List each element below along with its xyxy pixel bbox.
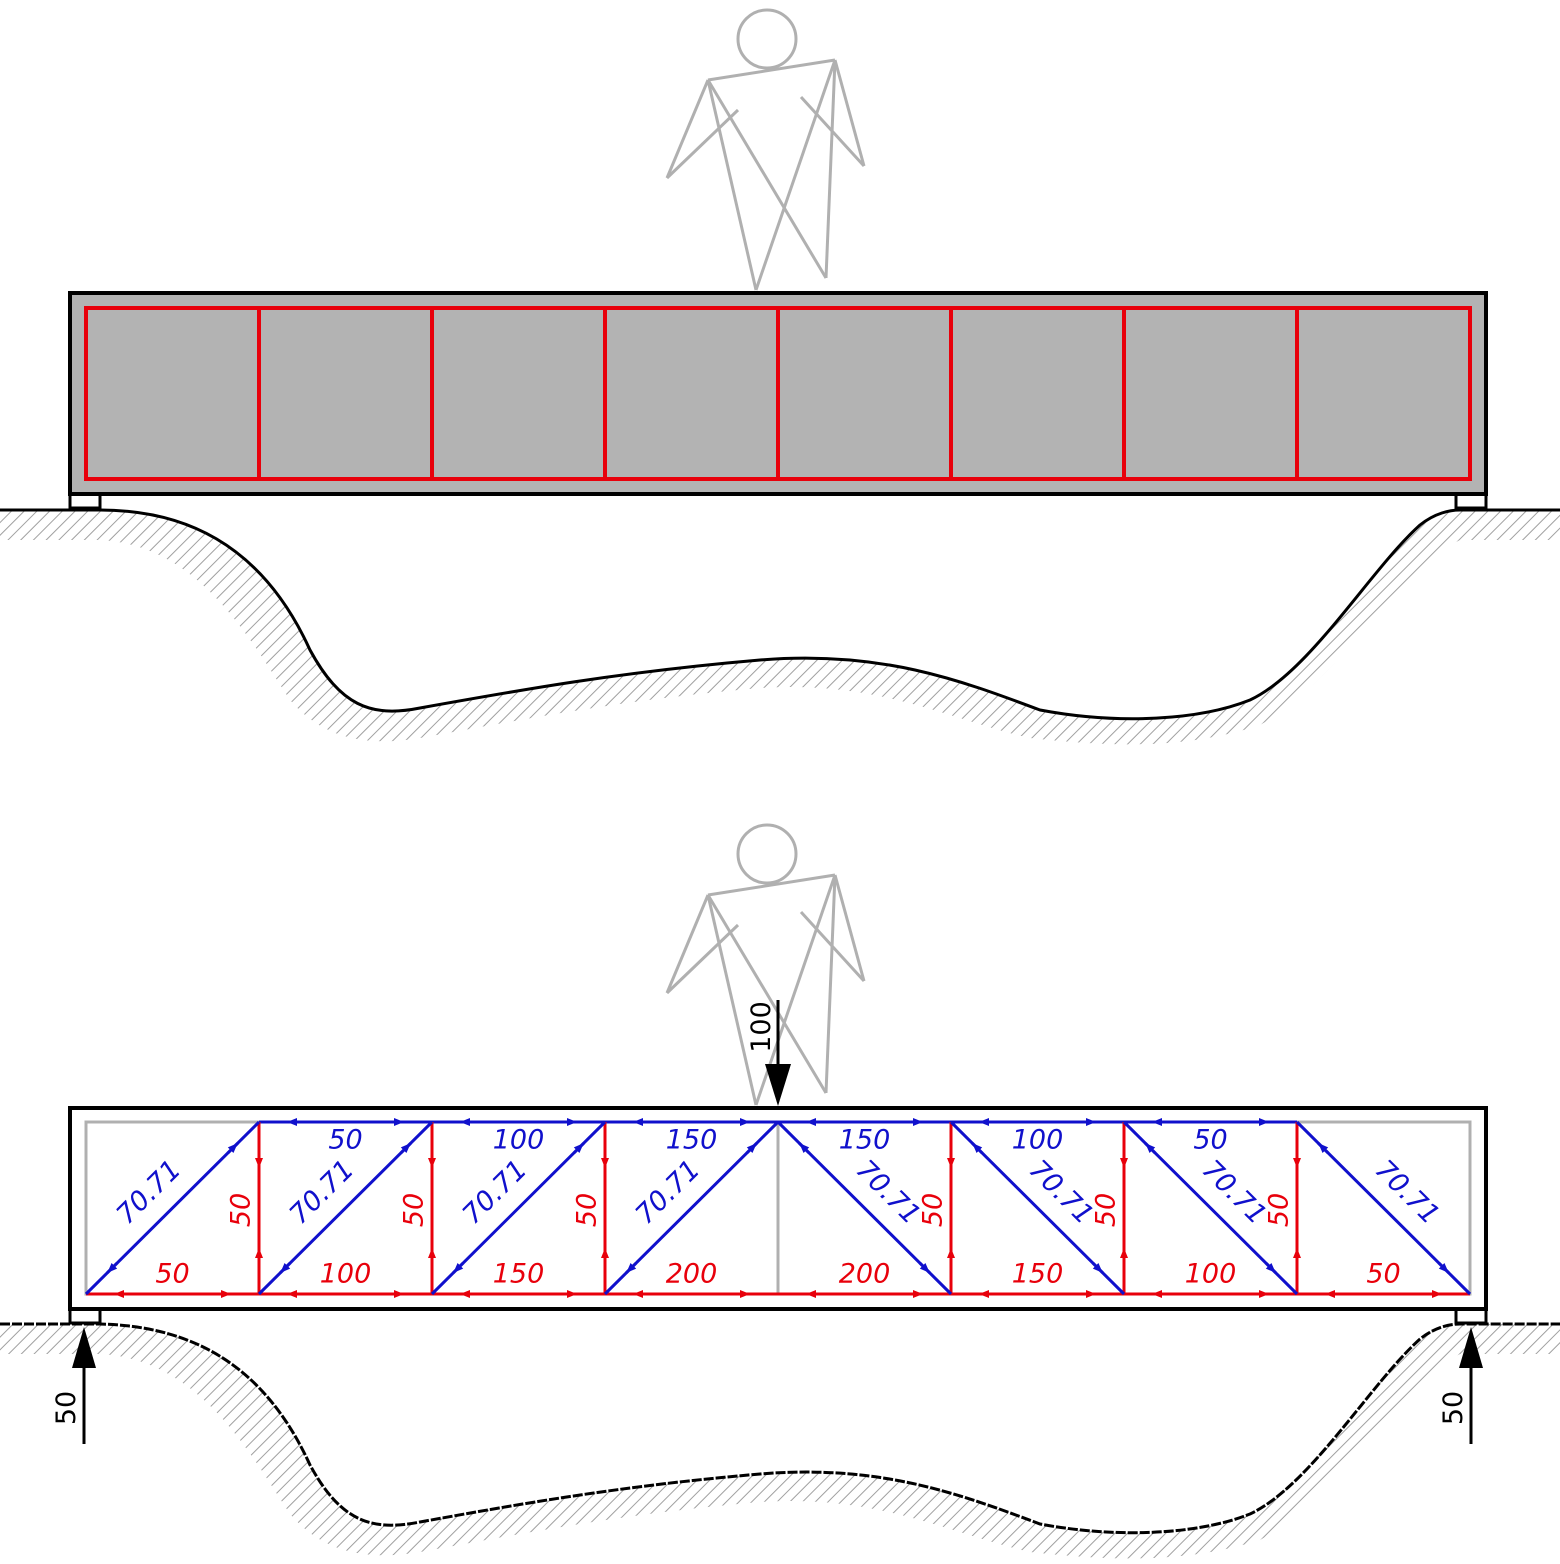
- beam-panel-grid: [84, 306, 1472, 481]
- bottom-chord-label: 100: [320, 1259, 372, 1290]
- diagonal-arrow: [1317, 1142, 1330, 1155]
- person-limb: [665, 79, 710, 179]
- person-limb: [833, 59, 866, 167]
- vertical-label: 50: [226, 1193, 257, 1227]
- diagonal-arrow: [971, 1142, 984, 1155]
- diagonal-arrow: [572, 1142, 585, 1155]
- person-figure-icon: [665, 823, 866, 1106]
- reaction-arrow-icon: [1459, 1327, 1483, 1444]
- person-limb: [707, 58, 836, 82]
- load-label: 100: [746, 1001, 777, 1053]
- diagonal-arrow: [1264, 1261, 1277, 1274]
- person-limb: [824, 874, 837, 1094]
- person-limb: [833, 874, 866, 982]
- vertical-label: 50: [918, 1193, 949, 1227]
- reaction-right-label: 50: [1438, 1391, 1469, 1425]
- vertical-label: 50: [1264, 1193, 1295, 1227]
- vertical-label: 50: [1091, 1193, 1122, 1227]
- bottom-chord-label: 50: [155, 1259, 189, 1290]
- ground-hatch-bottom: [0, 1324, 1560, 1559]
- diagonal-arrow: [226, 1142, 239, 1155]
- person-limb: [665, 923, 740, 995]
- ground-line-top: [0, 508, 1560, 721]
- bottom-chord-label: 150: [493, 1259, 545, 1290]
- diagonal-arrow: [106, 1261, 119, 1274]
- person-limb: [706, 894, 758, 1106]
- bottom-chord-label: 100: [1185, 1259, 1237, 1290]
- person-limb: [665, 894, 710, 994]
- diagonal-arrow: [1437, 1261, 1450, 1274]
- vertical-label: 50: [572, 1193, 603, 1227]
- support-left-bottom: [68, 1307, 102, 1325]
- top-chord-label: 50: [1193, 1125, 1227, 1156]
- ground-hatch-top: [0, 510, 1560, 745]
- top-chord-label: 100: [493, 1125, 545, 1156]
- bottom-chord-label: 150: [1012, 1259, 1064, 1290]
- bottom-chord-label: 50: [1366, 1259, 1400, 1290]
- top-chord-label: 150: [666, 1125, 718, 1156]
- top-chord-label: 50: [328, 1125, 362, 1156]
- diagonal-arrow: [399, 1142, 412, 1155]
- person-limb: [706, 79, 758, 291]
- person-limb: [824, 59, 837, 279]
- top-chord-label: 150: [839, 1125, 891, 1156]
- support-left-top: [68, 492, 102, 510]
- load-arrow-icon: [765, 1000, 791, 1106]
- ground-line-bottom: [0, 1322, 1560, 1535]
- diagonal-arrow: [798, 1142, 811, 1155]
- diagonal-arrow: [918, 1261, 931, 1274]
- bottom-drawing: 50 100 150 200 200 150 100 50 50 100 150 150 100 50 50…: [0, 823, 1560, 1559]
- diagonal-arrow: [1091, 1261, 1104, 1274]
- bottom-chord-label: 200: [839, 1259, 891, 1290]
- reaction-left-label: 50: [51, 1391, 82, 1425]
- person-head: [736, 823, 798, 885]
- diagonal-arrow: [279, 1261, 292, 1274]
- diagonal-arrow: [625, 1261, 638, 1274]
- bottom-chord-label: 200: [666, 1259, 718, 1290]
- support-right-bottom: [1454, 1307, 1488, 1325]
- person-limb: [754, 59, 837, 291]
- top-chord-label: 100: [1012, 1125, 1064, 1156]
- vertical-label: 50: [399, 1193, 430, 1227]
- reaction-arrow-icon: [72, 1327, 96, 1444]
- diagonal-arrow: [452, 1261, 465, 1274]
- person-limb: [706, 894, 828, 1094]
- person-limb: [799, 95, 866, 168]
- person-limb: [665, 108, 740, 180]
- person-limb: [707, 873, 836, 897]
- diagonal-arrow: [1144, 1142, 1157, 1155]
- person-limb: [799, 910, 866, 983]
- person-limb: [706, 79, 828, 279]
- person-head: [736, 8, 798, 70]
- top-drawing: [0, 8, 1560, 745]
- diagonal-arrow: [745, 1142, 758, 1155]
- support-right-top: [1454, 492, 1488, 510]
- person-figure-icon: [665, 8, 866, 291]
